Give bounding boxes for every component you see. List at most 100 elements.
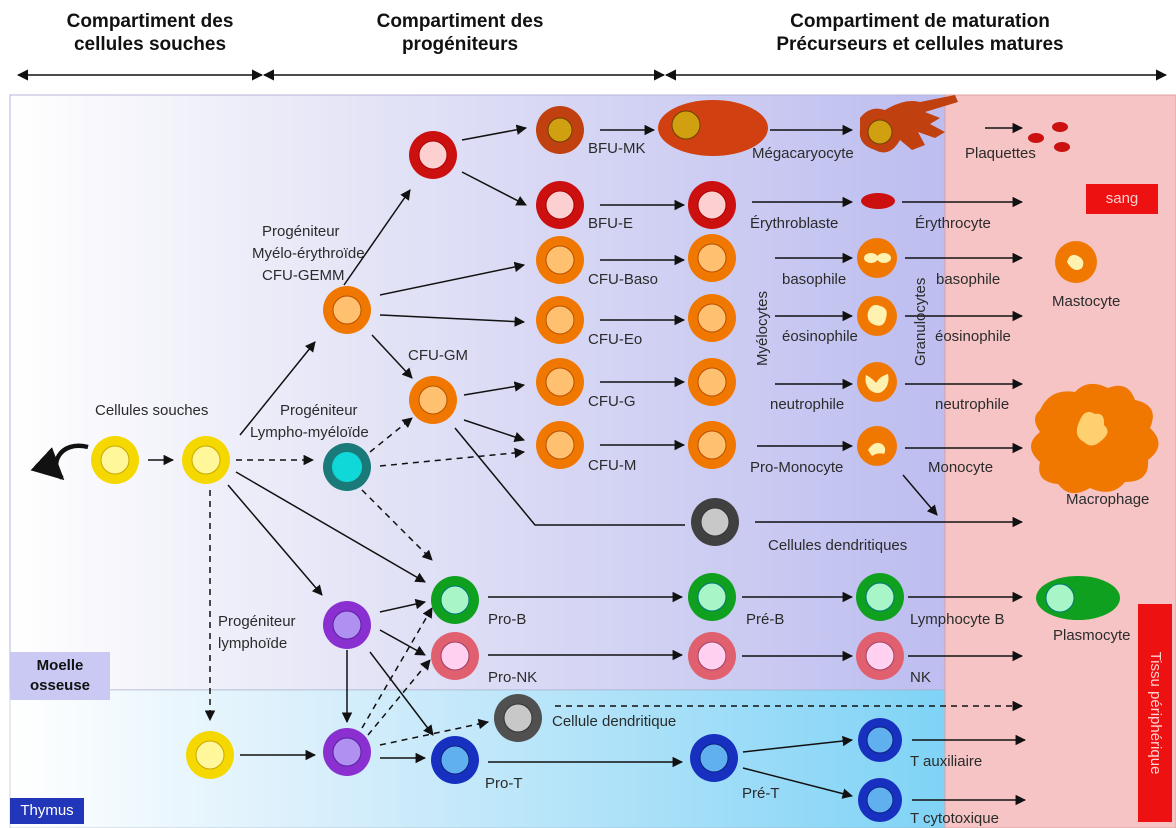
cell-pro-t [431, 736, 479, 784]
cell-myelo-eo [688, 294, 736, 342]
platelets [1028, 122, 1070, 152]
label-macrophage: Macrophage [1066, 491, 1149, 508]
label-prog-lympho-1: Progéniteur [280, 402, 358, 419]
cell-dendritic-thymus [494, 694, 542, 742]
cell-macrophage [1031, 383, 1159, 494]
cell-stem-thymus [186, 731, 234, 779]
cell-pro-nk [431, 632, 479, 680]
peripheral-tissue-label: Tissu périphérique [1138, 604, 1172, 822]
label-granulocytes: Granulocytes [912, 278, 929, 366]
cell-cfu-baso [536, 236, 584, 284]
label-erythrocyte: Érythrocyte [915, 215, 991, 232]
label-erythroblaste: Érythroblaste [750, 215, 838, 232]
cell-lymphoid-thymus [323, 728, 371, 776]
header-maturation-line2: Précurseurs et cellules matures [776, 34, 1064, 55]
erythrocyte-cell [861, 193, 895, 209]
cell-megakaryocyte [658, 100, 768, 156]
label-cfu-eo: CFU-Eo [588, 331, 642, 348]
label-plaquettes: Plaquettes [965, 145, 1036, 162]
label-mastocyte: Mastocyte [1052, 293, 1120, 310]
label-nk: NK [910, 669, 931, 686]
label-t-cytotoxique: T cytotoxique [910, 810, 999, 827]
label-neutrophile-2: neutrophile [935, 396, 1009, 413]
label-pro-t: Pro-T [485, 775, 523, 792]
label-t-auxiliaire: T auxiliaire [910, 753, 982, 770]
bone-marrow-label: Moelle osseuse [10, 652, 110, 700]
header-maturation-compartment: Compartiment de maturation Précurseurs e… [730, 10, 1110, 56]
label-cellules-dendritiques: Cellules dendritiques [768, 537, 907, 554]
cell-nk-precursor [688, 632, 736, 680]
label-prog-myelo-1: Progéniteur [262, 223, 340, 240]
cell-myelo-baso [688, 234, 736, 282]
cell-cfu-g [536, 358, 584, 406]
header-stem-line1: Compartiment des [66, 11, 234, 32]
cell-labels: Cellules souches Progéniteur Myélo-éryth… [95, 140, 1149, 827]
label-pro-monocyte: Pro-Monocyte [750, 459, 843, 476]
label-cfu-gm: CFU-GM [408, 347, 468, 364]
label-lymphocyte-b: Lymphocyte B [910, 611, 1005, 628]
thymus-label: Thymus [10, 798, 84, 824]
label-cfu-baso: CFU-Baso [588, 271, 658, 288]
cell-cfu-eo [536, 296, 584, 344]
peripheral-tissue-text: Tissu périphérique [1147, 651, 1164, 775]
label-basophile-1: basophile [782, 271, 846, 288]
cell-lympho-myeloid [323, 443, 371, 491]
label-monocyte: Monocyte [928, 459, 993, 476]
cell-plasmocyte [1036, 576, 1120, 620]
header-progenitor-compartment: Compartiment des progéniteurs [335, 10, 585, 56]
cell-basophil [857, 238, 897, 278]
cell-t-helper [858, 718, 902, 762]
cell-lymphoid-progenitor [323, 601, 371, 649]
cell-dendritic [691, 498, 739, 546]
bone-marrow-label-line2: osseuse [29, 677, 91, 694]
label-cfu-m: CFU-M [588, 457, 636, 474]
cell-stem-2 [182, 436, 230, 484]
header-maturation-line1: Compartiment de maturation [790, 11, 1050, 32]
label-cellules-souches: Cellules souches [95, 402, 208, 419]
cell-bfu-e [536, 181, 584, 229]
label-plasmocyte: Plasmocyte [1053, 627, 1131, 644]
cell-t-cytotoxic [858, 778, 902, 822]
cell-pro-b [431, 576, 479, 624]
label-basophile-2: basophile [936, 271, 1000, 288]
cell-cfu-gm [409, 376, 457, 424]
cell-bfu-mk [536, 106, 584, 154]
label-megacaryocyte: Mégacaryocyte [752, 145, 854, 162]
blood-label: sang [1086, 184, 1158, 214]
cell-nk [856, 632, 904, 680]
header-stem-line2: cellules souches [73, 34, 227, 55]
label-cellule-dendritique: Cellule dendritique [552, 713, 676, 730]
cell-stem-1 [91, 436, 139, 484]
label-pro-b: Pro-B [488, 611, 526, 628]
cell-lymphocyte-b [856, 573, 904, 621]
label-prog-lympho-2: Lympho-myéloïde [250, 424, 369, 441]
cell-pre-b [688, 573, 736, 621]
bone-marrow-label-line1: Moelle [36, 657, 84, 674]
label-prog-myelo-3: CFU-GEMM [262, 267, 345, 284]
cell-mastocyte [1055, 241, 1097, 283]
label-pro-nk: Pro-NK [488, 669, 537, 686]
cell-myelo-neutro [688, 358, 736, 406]
header-stem-compartment: Compartiment des cellules souches [30, 10, 270, 56]
dashed-lineage-arrows [204, 417, 1024, 746]
label-prog-myelo-2: Myélo-érythroïde [252, 245, 365, 262]
header-progenitor-line1: Compartiment des [376, 11, 544, 32]
label-eosinophile-1: éosinophile [782, 328, 858, 345]
cell-neutrophil [857, 362, 897, 402]
cell-myelo-mono [688, 421, 736, 469]
cell-pro-monocyte [857, 426, 897, 466]
header-progenitor-line2: progéniteurs [401, 34, 519, 55]
cell-pre-t [690, 734, 738, 782]
label-bfu-e: BFU-E [588, 215, 633, 232]
cell-cfu-m [536, 421, 584, 469]
self-renewal-arrow [30, 443, 89, 481]
label-bfu-mk: BFU-MK [588, 140, 646, 157]
label-pre-t: Pré-T [742, 785, 780, 802]
label-myelocytes: Myélocytes [754, 291, 771, 366]
cell-eosinophil [857, 296, 897, 336]
cell-erythroblast [688, 181, 736, 229]
label-pre-b: Pré-B [746, 611, 784, 628]
cell-megakaryocyte-fragmenting [859, 95, 958, 153]
cell-cfu-gemm [323, 286, 371, 334]
